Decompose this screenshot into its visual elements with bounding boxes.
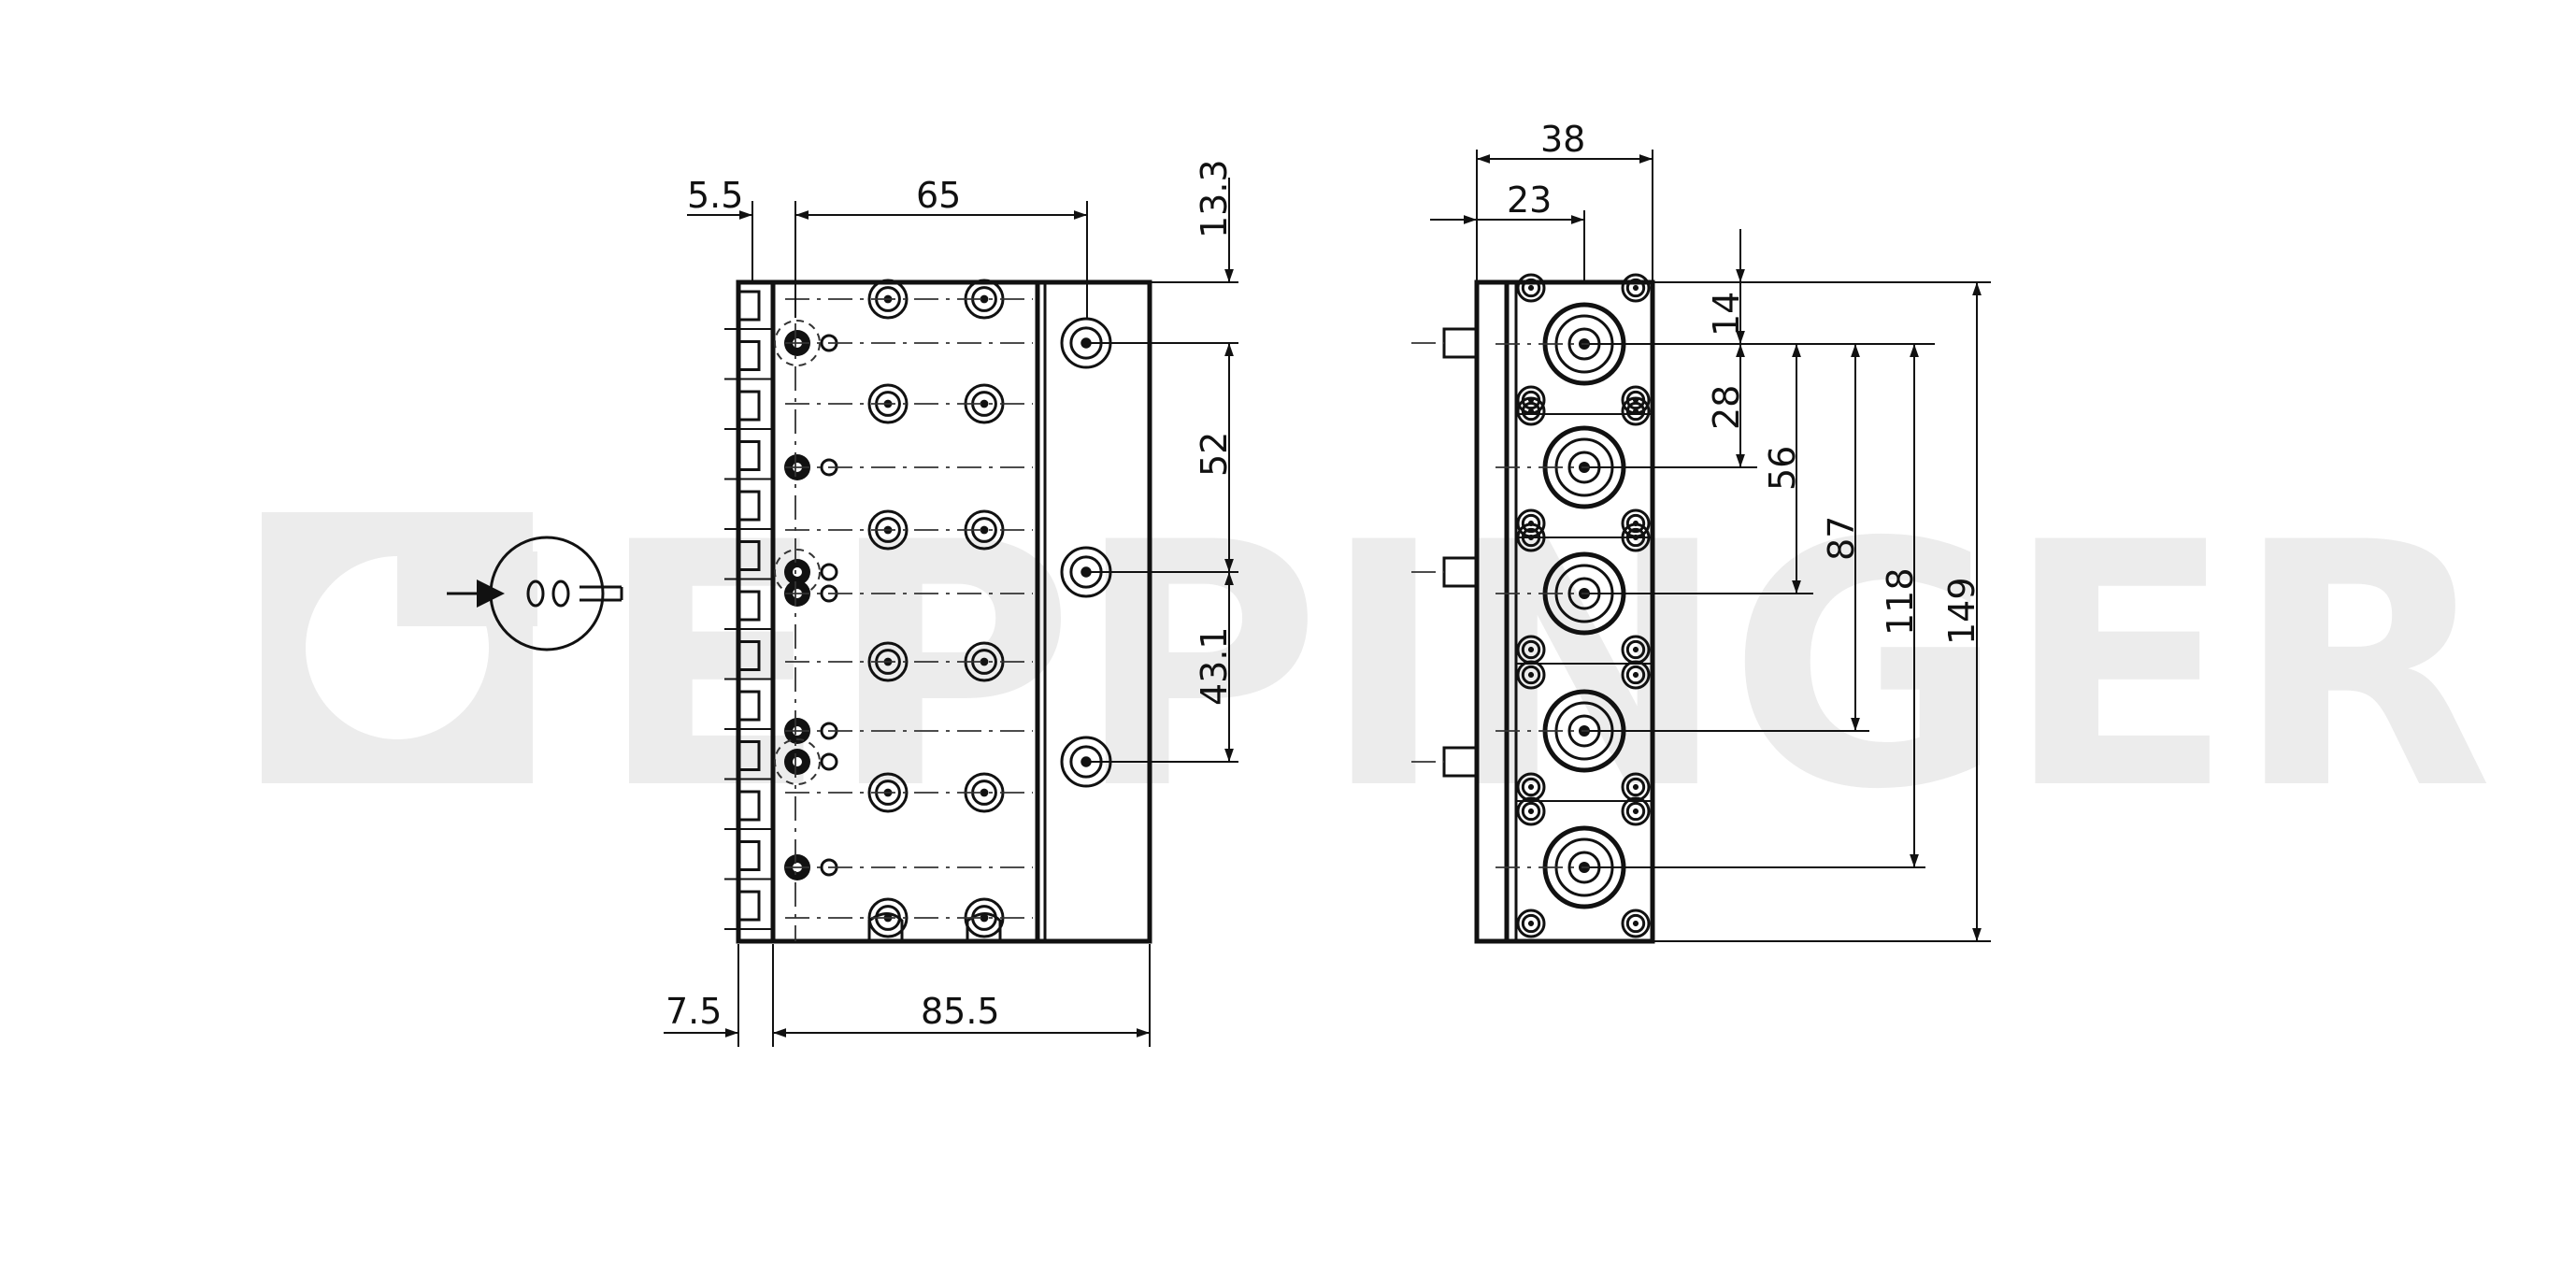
comb-teeth (724, 290, 773, 930)
screw-center (1632, 783, 1639, 791)
screw-center (1632, 920, 1639, 927)
screw-center (980, 294, 989, 304)
screw-inner (1625, 777, 1646, 797)
screw-center (1632, 408, 1639, 415)
screw-inner (1625, 913, 1646, 934)
dim-pitch-3: 56 (1762, 446, 1803, 491)
dim-width-bottom: 85.5 (921, 991, 1000, 1032)
dim-pitch-5: 118 (1880, 567, 1921, 636)
watermark-logo: EPPINGER (262, 471, 2493, 863)
screw-center (1632, 808, 1639, 815)
dim-pitch-1: 14 (1706, 292, 1747, 336)
screw-inner (1521, 777, 1541, 797)
dim-offset-bottom: 7.5 (665, 991, 722, 1032)
screw-inner (1521, 401, 1541, 422)
screw-inner (1521, 913, 1541, 934)
dim-width-total: 38 (1540, 119, 1585, 160)
tooth (740, 340, 761, 371)
screw-center (980, 525, 989, 535)
screw-inner (1521, 665, 1541, 685)
screw-icon (1516, 273, 1546, 303)
screw-inner (1521, 639, 1541, 660)
screw-center (980, 913, 989, 923)
port-small (820, 752, 838, 771)
screw-inner (1625, 278, 1646, 298)
screw-inner (1625, 401, 1646, 422)
tooth (740, 740, 761, 771)
screw-icon (1621, 396, 1651, 426)
dim-pitch-2: 28 (1706, 385, 1747, 430)
screw-icon (1621, 796, 1651, 826)
dim-width-top: 65 (916, 175, 961, 216)
port-center (793, 757, 802, 766)
screw-center (980, 788, 989, 797)
tooth (740, 640, 761, 671)
screw-icon (1516, 796, 1546, 826)
front-view (724, 279, 1152, 944)
dim-pitch-lower: 43.1 (1194, 626, 1235, 706)
tooth (740, 590, 761, 622)
front-dimensions: 5.5 65 7.5 85.5 13.3 52 43.1 (664, 159, 1238, 1047)
screw-inner (1521, 801, 1541, 822)
screw-center (980, 657, 989, 666)
screw-icon (1516, 660, 1546, 690)
screw-center (1527, 808, 1535, 815)
screw-center (1527, 920, 1535, 927)
pin (1442, 327, 1479, 359)
screw-center (1632, 671, 1639, 679)
screw-inner (1625, 665, 1646, 685)
locating-pins (1411, 327, 1479, 778)
dim-offset-top: 5.5 (687, 175, 743, 216)
center-lines (785, 280, 1033, 941)
screw-center (1527, 534, 1535, 541)
screw-inner (1521, 513, 1541, 534)
screw-center (1632, 284, 1639, 292)
dim-width-partial: 23 (1507, 179, 1552, 221)
screw-inner (1521, 527, 1541, 548)
tooth (740, 540, 761, 571)
screw-center (980, 399, 989, 408)
screw-center (1527, 783, 1535, 791)
dim-height-total: 149 (1941, 577, 1982, 645)
screw-inner (1521, 278, 1541, 298)
screw-inner (1625, 513, 1646, 534)
dim-pitch-4: 87 (1821, 516, 1862, 561)
port-center (793, 567, 802, 577)
tooth (740, 440, 761, 471)
screw-center (1632, 534, 1639, 541)
screw-icon (1621, 660, 1651, 690)
port-hidden-outline (774, 738, 821, 785)
screw-icon (1516, 396, 1546, 426)
tooth (740, 890, 761, 922)
port-small (820, 563, 838, 581)
screw-center (1527, 284, 1535, 292)
tooth (740, 290, 761, 322)
tooth (740, 490, 761, 522)
side-dimensions: 38 23 14 28 56 87 118 149 (1430, 119, 1991, 942)
port-hidden-outline (774, 549, 821, 595)
tooth (740, 790, 761, 822)
screw-center (1527, 671, 1535, 679)
watermark-text: EPPINGER (598, 471, 2493, 863)
dim-top-offset-right: 13.3 (1194, 159, 1235, 238)
screw-icon (1621, 273, 1651, 303)
screw-center (1527, 646, 1535, 653)
screw-center (1527, 408, 1535, 415)
tooth (740, 390, 761, 422)
dim-pitch-upper: 52 (1194, 432, 1235, 477)
screw-inner (1625, 639, 1646, 660)
screw-center (1632, 646, 1639, 653)
screw-icon (1516, 522, 1546, 552)
tooth (740, 690, 761, 722)
screw-icon (1621, 909, 1651, 938)
screw-inner (1625, 801, 1646, 822)
screw-inner (1625, 527, 1646, 548)
tooth (740, 840, 761, 871)
screw-icon (1621, 522, 1651, 552)
coolant-direction-icon (447, 536, 623, 651)
screw-icon (1516, 909, 1546, 938)
